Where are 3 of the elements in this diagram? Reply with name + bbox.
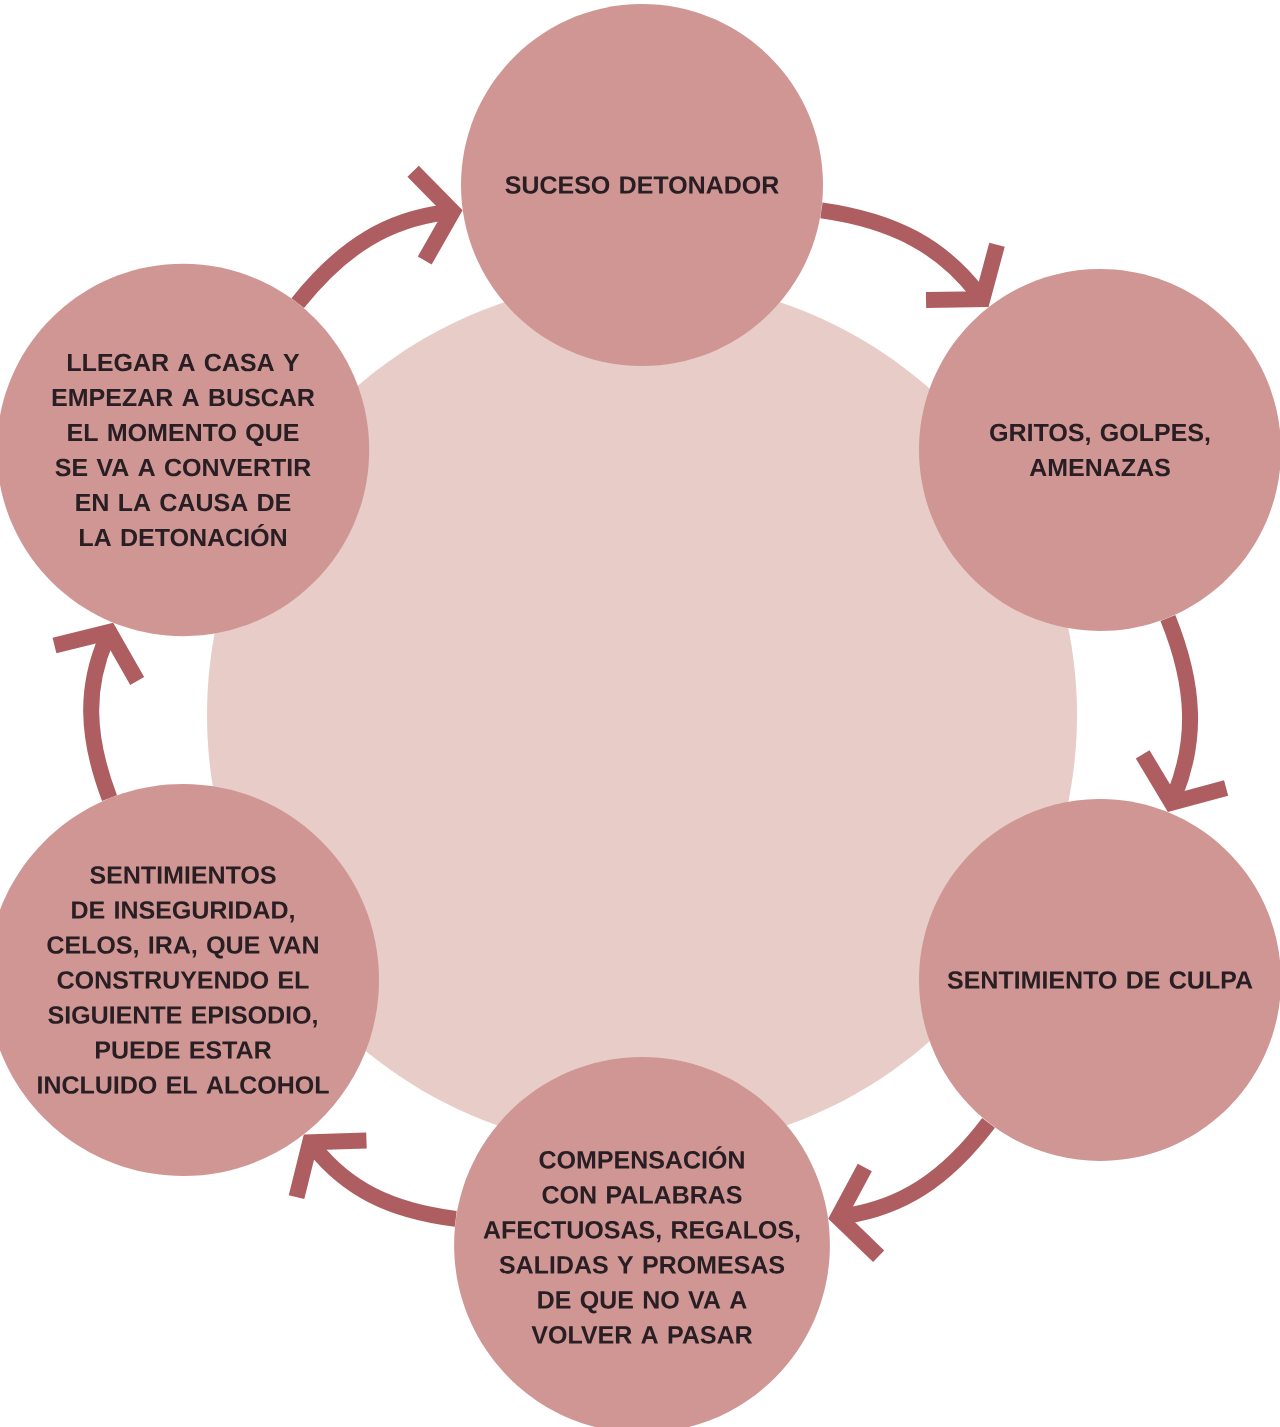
arrow <box>288 1132 457 1227</box>
arrow <box>1135 615 1229 812</box>
arrow <box>820 202 1005 309</box>
